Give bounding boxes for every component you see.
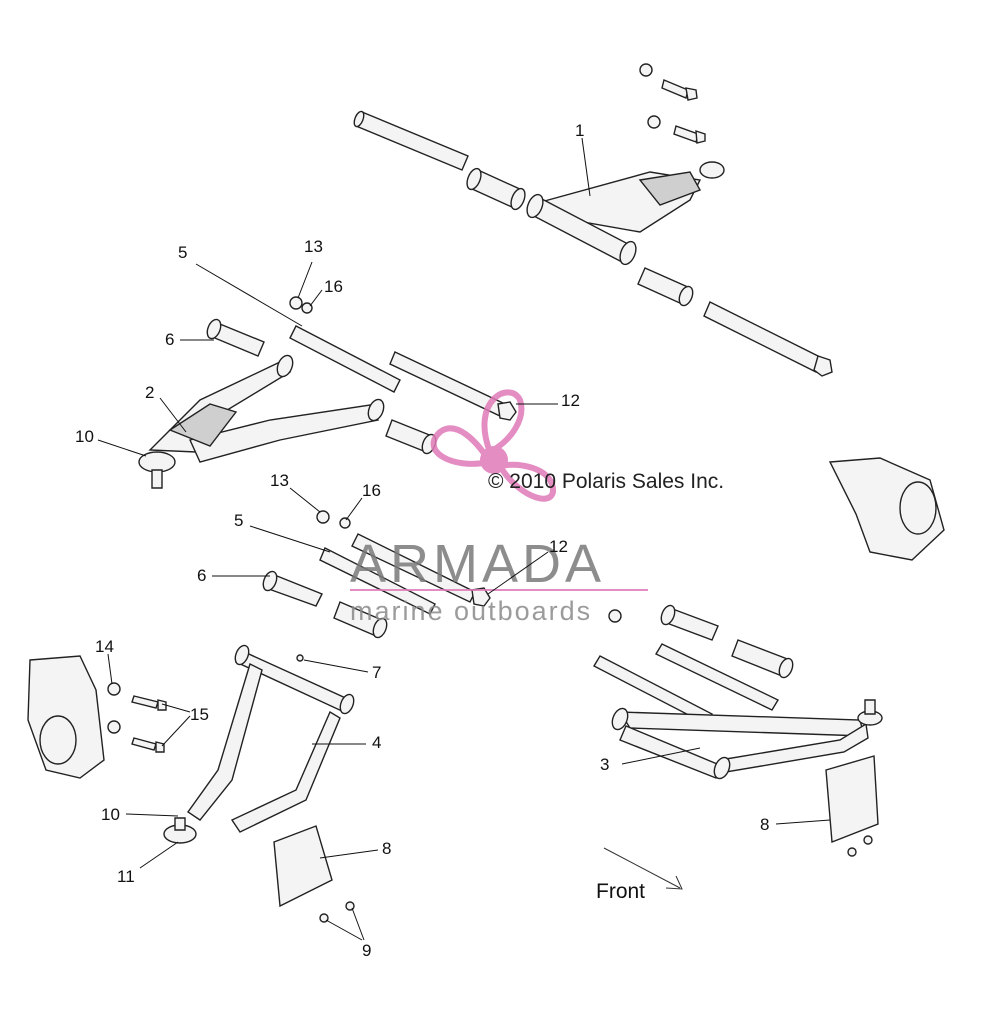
washer bbox=[301, 302, 313, 314]
lower-left-a-arm-assembly bbox=[27, 510, 491, 923]
bolt bbox=[673, 125, 699, 143]
watermark-subtitle: marine outboards bbox=[350, 596, 592, 626]
nut bbox=[497, 401, 517, 421]
callout-11: 11 bbox=[117, 867, 135, 886]
nut bbox=[639, 63, 653, 77]
screw bbox=[863, 835, 873, 845]
pivot-shaft bbox=[289, 325, 401, 393]
a-arm-3 bbox=[618, 711, 865, 737]
callout-8b: 8 bbox=[760, 815, 769, 834]
skid-plate bbox=[273, 825, 333, 908]
callout-4: 4 bbox=[372, 733, 381, 752]
nut bbox=[107, 682, 121, 696]
callout-1: 1 bbox=[575, 121, 584, 140]
upper-left-a-arm-assembly bbox=[138, 296, 517, 489]
pivot-shaft bbox=[355, 111, 469, 171]
callout-13b: 13 bbox=[270, 471, 289, 490]
bolt bbox=[661, 79, 689, 99]
nut bbox=[471, 587, 491, 607]
callout-12b: 12 bbox=[549, 537, 568, 556]
screw bbox=[847, 847, 857, 857]
pivot-bolt bbox=[351, 533, 476, 603]
callout-2: 2 bbox=[145, 383, 154, 402]
skid-plate bbox=[825, 755, 879, 843]
front-arrow bbox=[603, 847, 681, 889]
bolt bbox=[131, 737, 157, 751]
lower-right-a-arm-assembly bbox=[593, 457, 945, 857]
callout-14: 14 bbox=[95, 637, 114, 656]
pivot-bolt bbox=[655, 643, 779, 711]
pivot-shaft bbox=[319, 547, 436, 615]
callout-15: 15 bbox=[190, 705, 209, 724]
front-label: Front bbox=[596, 880, 645, 903]
propeller-logo bbox=[430, 389, 557, 502]
grease-fitting bbox=[296, 654, 304, 662]
callout-3: 3 bbox=[600, 755, 609, 774]
callout-9: 9 bbox=[362, 941, 371, 960]
callouts: 1 2 3 4 5 5 6 6 7 8 8 9 10 10 11 12 12 bbox=[75, 121, 831, 960]
copyright-text: © 2010 Polaris Sales Inc. bbox=[488, 470, 724, 493]
callout-5b: 5 bbox=[234, 511, 243, 530]
callout-6b: 6 bbox=[197, 566, 206, 585]
a-arm-4 bbox=[187, 663, 263, 821]
callout-5a: 5 bbox=[178, 243, 187, 262]
watermark-title: ARMADA bbox=[350, 534, 605, 594]
armada-watermark: ARMADA marine outboards bbox=[350, 389, 648, 626]
callout-10b: 10 bbox=[101, 805, 120, 824]
front-direction-indicator: Front bbox=[596, 847, 683, 903]
upper-right-a-arm-assembly bbox=[353, 63, 833, 377]
washer bbox=[339, 517, 351, 529]
nut bbox=[608, 609, 622, 623]
bolt bbox=[131, 695, 159, 709]
callout-16a: 16 bbox=[324, 277, 343, 296]
callout-12a: 12 bbox=[561, 391, 580, 410]
callout-10a: 10 bbox=[75, 427, 94, 446]
callout-8a: 8 bbox=[382, 839, 391, 858]
callout-6a: 6 bbox=[165, 330, 174, 349]
callout-7: 7 bbox=[372, 663, 381, 682]
nut bbox=[647, 115, 661, 129]
pivot-bolt bbox=[703, 301, 823, 373]
callout-13a: 13 bbox=[304, 237, 323, 256]
callout-16b: 16 bbox=[362, 481, 381, 500]
nut bbox=[316, 510, 330, 524]
nut bbox=[289, 296, 303, 310]
nut bbox=[107, 720, 121, 734]
